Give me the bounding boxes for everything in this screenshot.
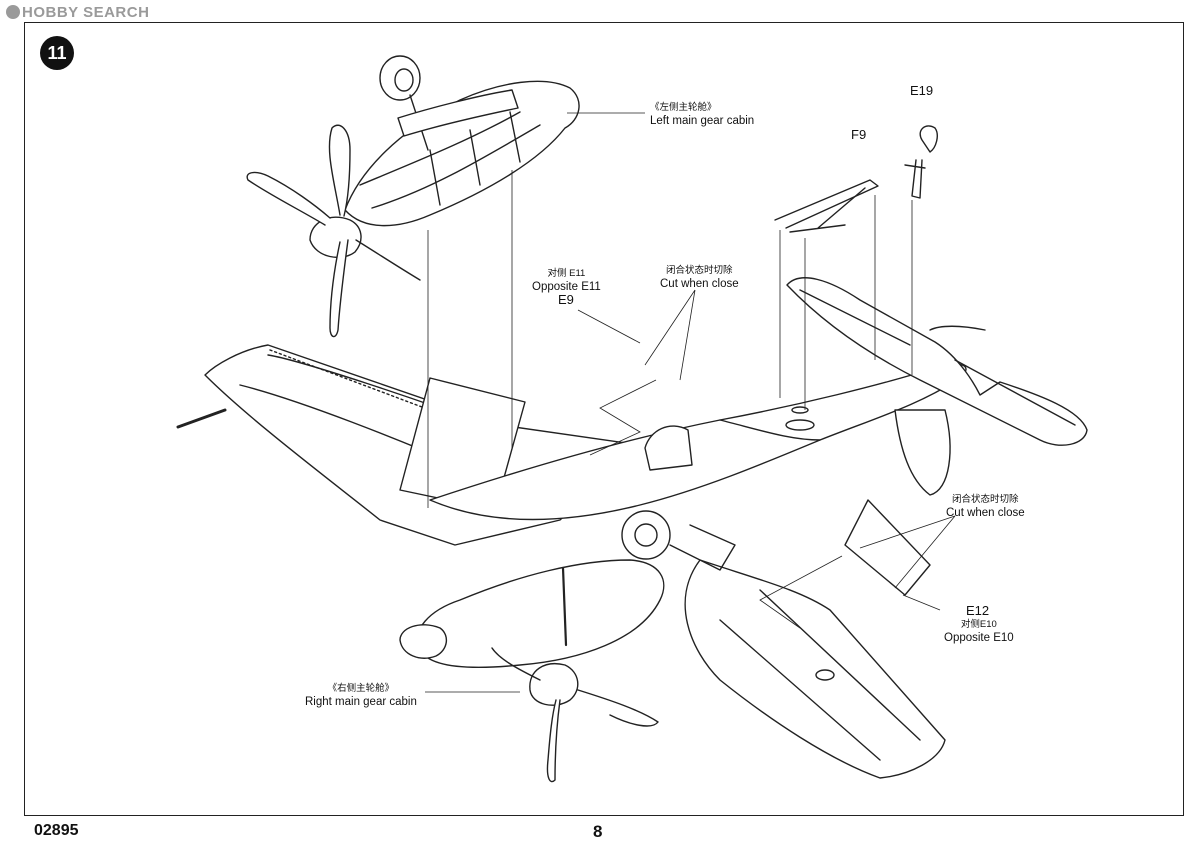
right-nacelle xyxy=(399,510,736,783)
left-nacelle-subassembly xyxy=(246,55,580,338)
opposite-e11-label: 对侧 E11 Opposite E11 xyxy=(532,268,601,294)
watermark-text: HOBBY SEARCH xyxy=(22,4,150,21)
tailplane xyxy=(786,277,1088,496)
right-gear-cabin-cn: 《右侧主轮舱》 xyxy=(327,683,395,694)
left-gear-cabin-cn: 《左侧主轮舱》 xyxy=(650,102,717,113)
right-gear-cabin-en: Right main gear cabin xyxy=(305,695,417,708)
part-e19-label: E19 xyxy=(910,83,934,98)
part-e12-label: E12 xyxy=(966,603,990,618)
kit-code: 02895 xyxy=(34,822,79,839)
instruction-frame xyxy=(24,22,1184,816)
part-f9-label: F9 xyxy=(851,127,867,142)
right-gear-cabin-label: 《右侧主轮舱》 Right main gear cabin xyxy=(305,683,417,709)
opposite-e10-cn: 对侧E10 xyxy=(960,619,997,630)
left-gear-cabin-en: Left main gear cabin xyxy=(650,114,755,127)
part-e9-label: E9 xyxy=(558,292,574,307)
page-number: 8 xyxy=(593,822,603,841)
opposite-e10-en: Opposite E10 xyxy=(944,631,1014,644)
opposite-e11-cn: 对侧 E11 xyxy=(547,268,586,279)
cut-when-close-right-label: 闭合状态时切除 Cut when close xyxy=(946,494,1025,520)
small-parts xyxy=(774,125,938,233)
watermark-logo-icon xyxy=(6,5,20,19)
cut-right-en: Cut when close xyxy=(946,506,1025,519)
left-gear-cabin-label: 《左侧主轮舱》 Left main gear cabin xyxy=(650,102,754,128)
opposite-e11-en: Opposite E11 xyxy=(532,280,601,293)
step-number-badge: 11 xyxy=(40,36,74,70)
cut-right-cn: 闭合状态时切除 xyxy=(952,494,1019,505)
cut-when-close-top-label: 闭合状态时切除 Cut when close xyxy=(660,265,739,291)
cut-top-cn: 闭合状态时切除 xyxy=(666,265,733,276)
opposite-e10-label: 对侧E10 Opposite E10 xyxy=(944,619,1014,645)
fuselage xyxy=(429,363,967,521)
hobby-search-watermark: HOBBY SEARCH xyxy=(6,4,149,21)
right-wing xyxy=(684,499,946,779)
cut-top-en: Cut when close xyxy=(660,277,739,290)
